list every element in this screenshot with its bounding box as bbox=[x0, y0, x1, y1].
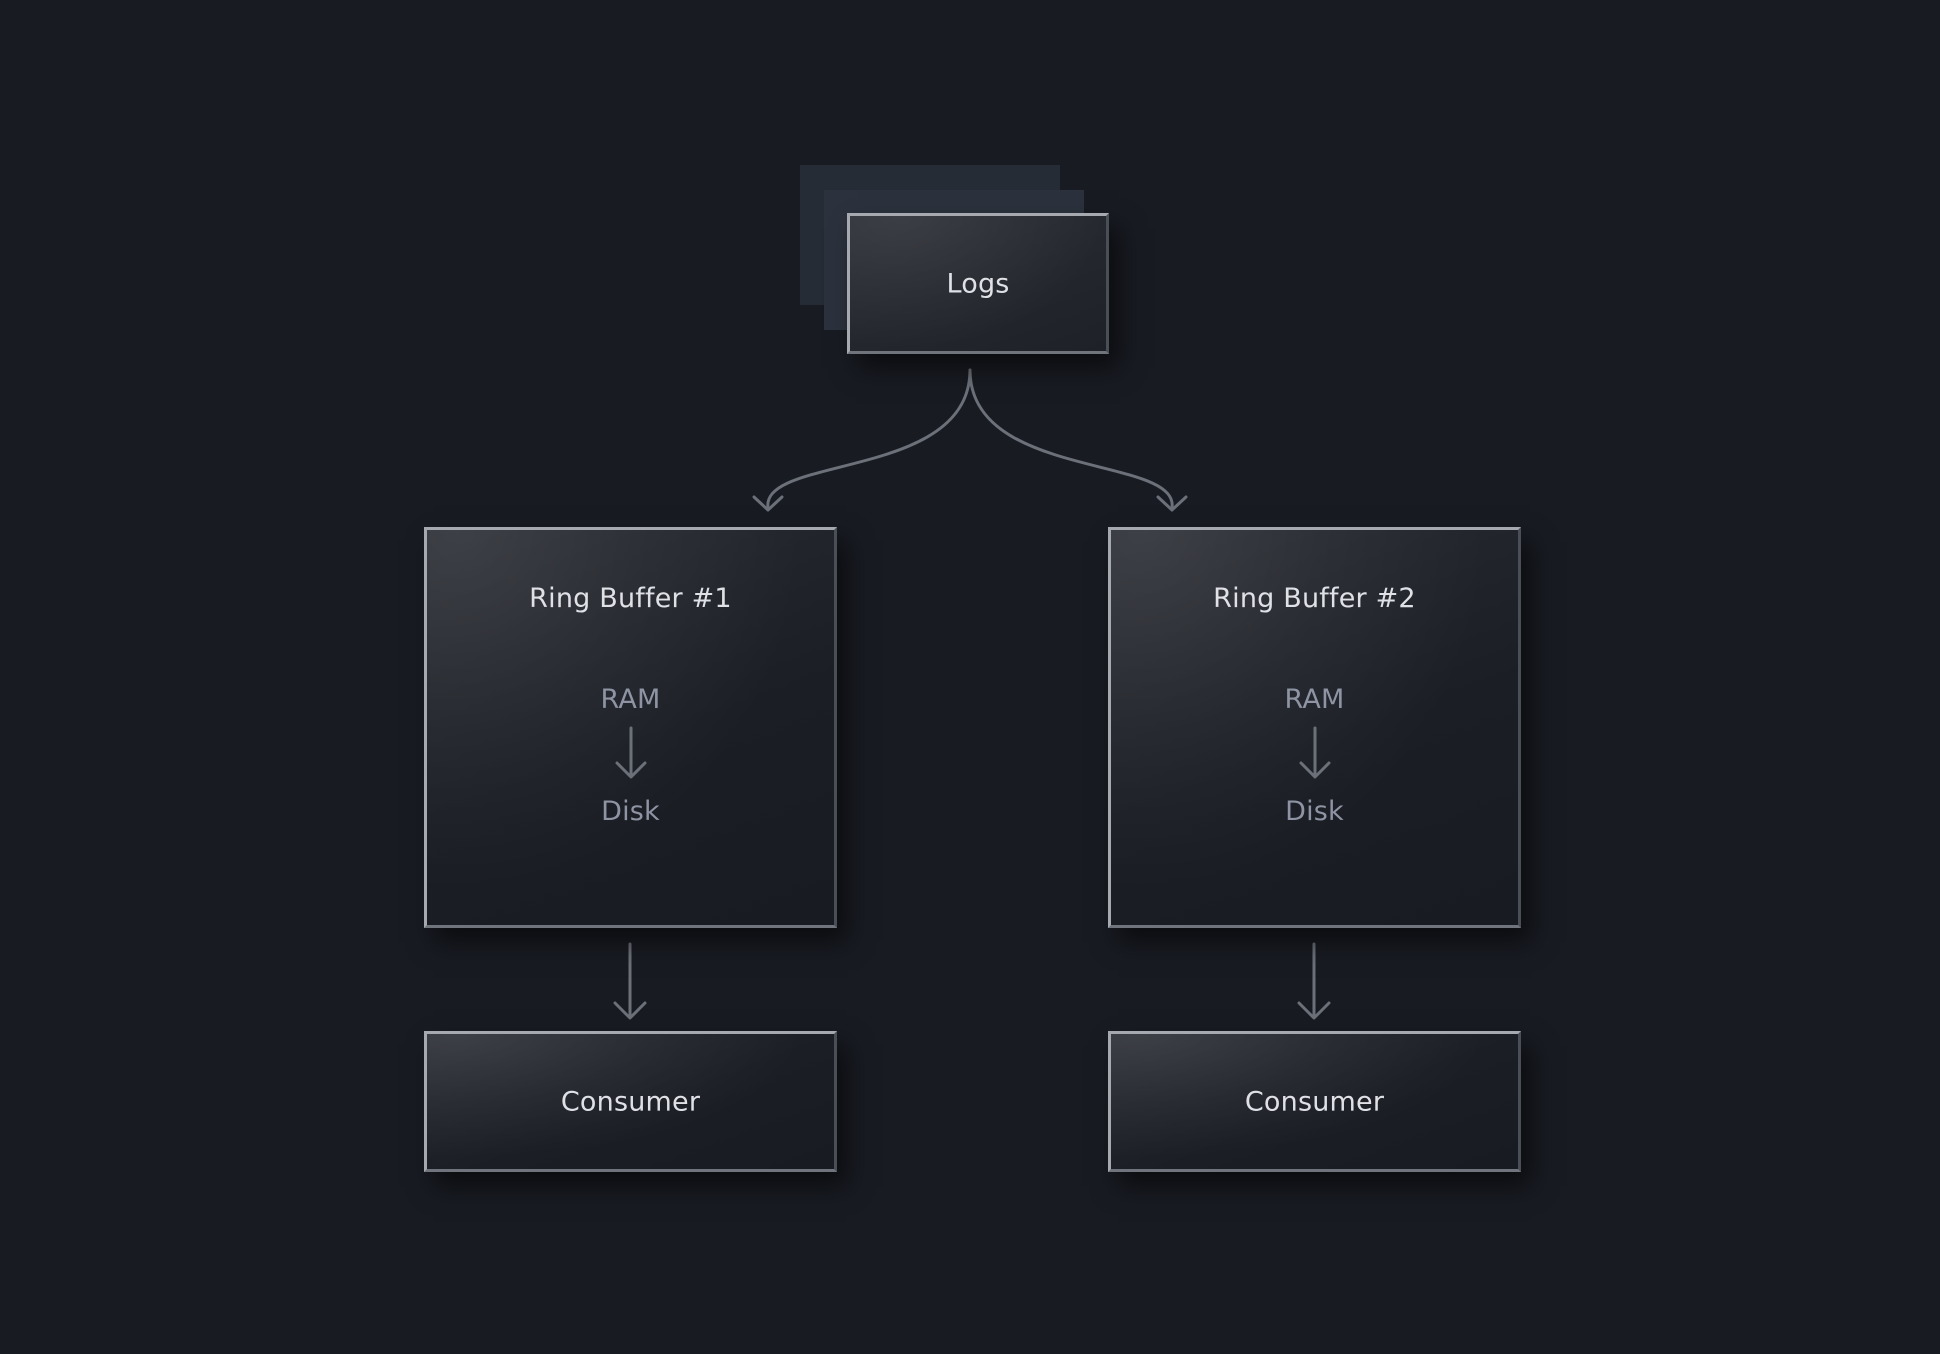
consumer-2-node: Consumer bbox=[1108, 1031, 1521, 1172]
branch-arrowhead-right bbox=[1156, 495, 1188, 512]
ring-buffer-2-down-arrow-icon bbox=[1299, 726, 1330, 779]
branch-arrow-left bbox=[766, 368, 972, 510]
ring-buffer-2-ram-label: RAM bbox=[1284, 684, 1345, 715]
arrowhead-rb1-to-consumer1 bbox=[613, 1001, 647, 1020]
branch-arrowhead-left bbox=[752, 495, 784, 512]
consumer-1-node: Consumer bbox=[424, 1031, 837, 1172]
ring-buffer-1-node: Ring Buffer #1 RAM Disk bbox=[424, 527, 837, 928]
ring-buffer-1-title: Ring Buffer #1 bbox=[529, 583, 732, 614]
ring-buffer-1-disk-label: Disk bbox=[601, 796, 660, 827]
consumer-1-label: Consumer bbox=[560, 1086, 701, 1117]
logs-node: Logs bbox=[847, 213, 1109, 354]
arrowhead-rb2-to-consumer2 bbox=[1297, 1001, 1331, 1020]
ring-buffer-2-disk-label: Disk bbox=[1285, 796, 1344, 827]
ring-buffer-1-down-arrow-icon bbox=[615, 726, 646, 779]
ring-buffer-1-ram-label: RAM bbox=[600, 684, 661, 715]
logs-label: Logs bbox=[946, 268, 1010, 299]
consumer-2-label: Consumer bbox=[1244, 1086, 1385, 1117]
ring-buffer-2-node: Ring Buffer #2 RAM Disk bbox=[1108, 527, 1521, 928]
ring-buffer-2-title: Ring Buffer #2 bbox=[1213, 583, 1416, 614]
branch-arrow-right bbox=[968, 368, 1174, 510]
